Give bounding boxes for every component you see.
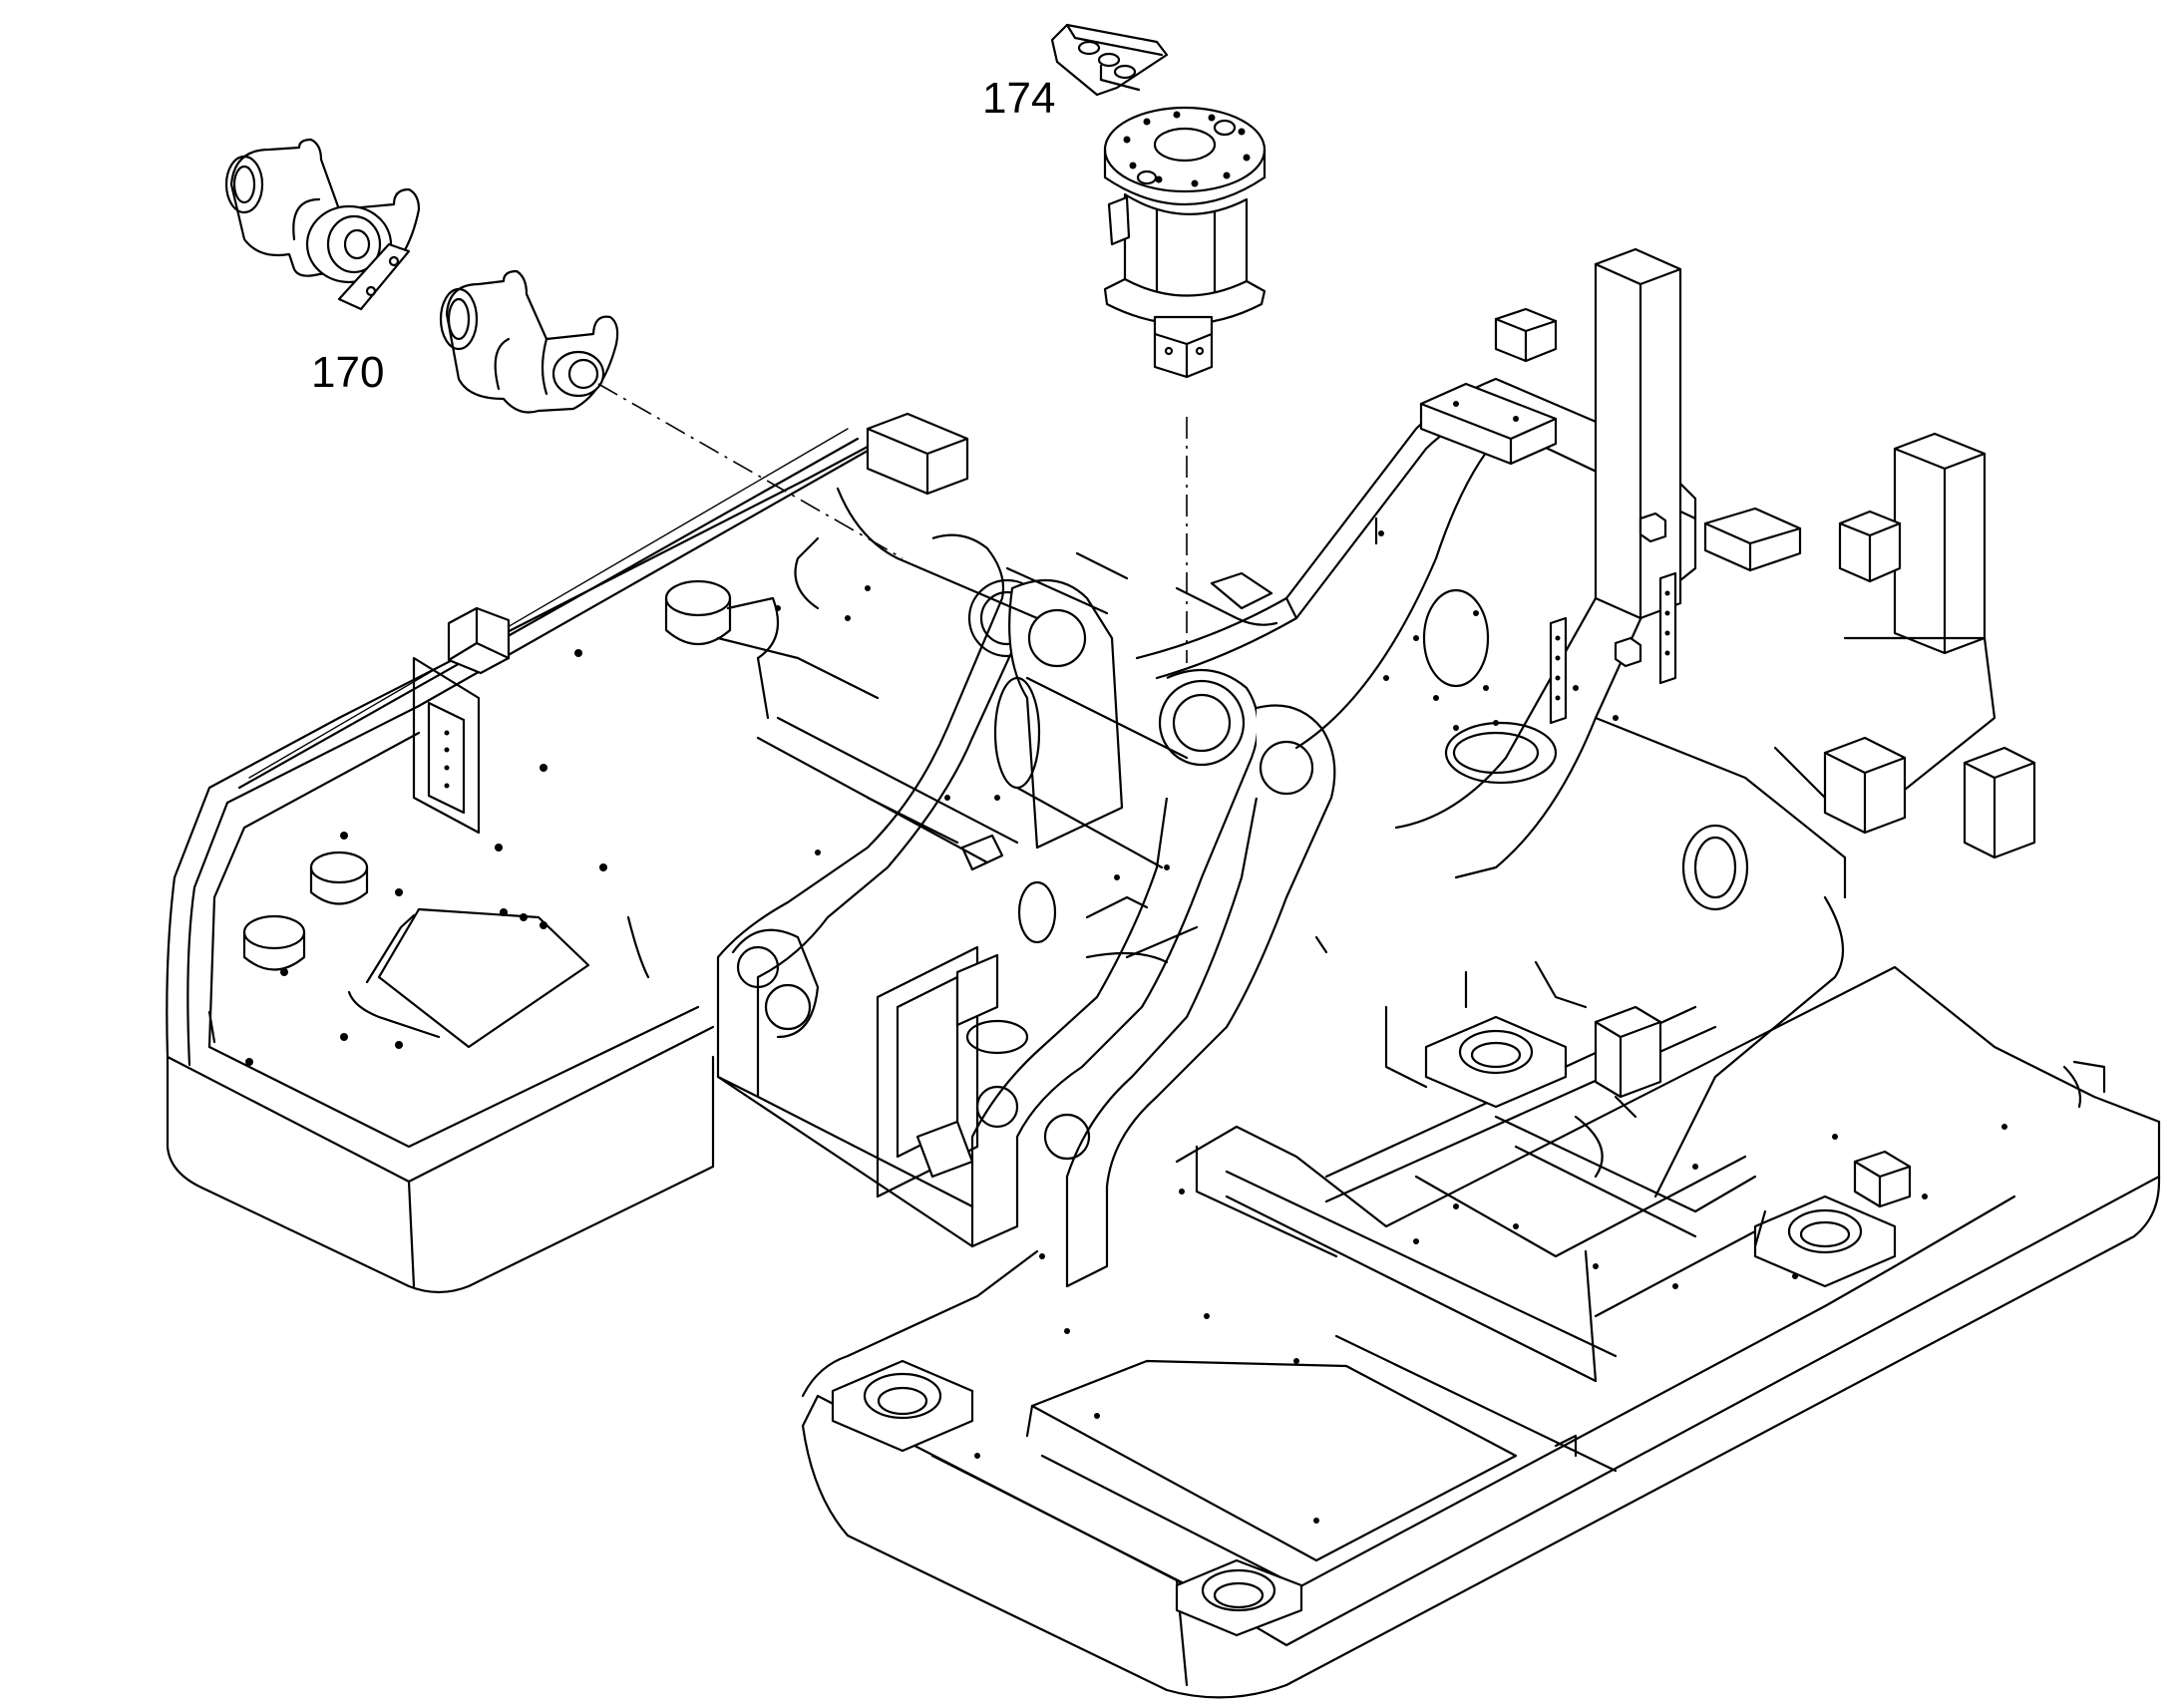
part-174-assembly: 174	[982, 23, 1267, 663]
left-frame-section	[166, 428, 885, 1294]
part-170-assembly: 170	[224, 138, 904, 559]
frame-bolts	[1378, 530, 1619, 731]
boom-mount-section	[716, 533, 1336, 1288]
floor-pads	[242, 579, 732, 971]
callout-174: 174	[982, 74, 1055, 123]
right-lower-frame	[801, 960, 2161, 1699]
callout-170: 170	[311, 348, 384, 397]
floor-bolts	[245, 649, 607, 1066]
flange-holes	[1123, 111, 1251, 187]
strip-holes	[1555, 590, 1670, 701]
riser-holes	[444, 730, 450, 789]
mid-bolts	[775, 585, 1170, 880]
lower-ears	[731, 928, 1091, 1161]
right-upper-frame	[1135, 247, 2036, 1198]
corner-pads	[831, 1015, 1897, 1637]
lower-bolts	[974, 1124, 2007, 1524]
middle-structure	[716, 412, 1278, 964]
